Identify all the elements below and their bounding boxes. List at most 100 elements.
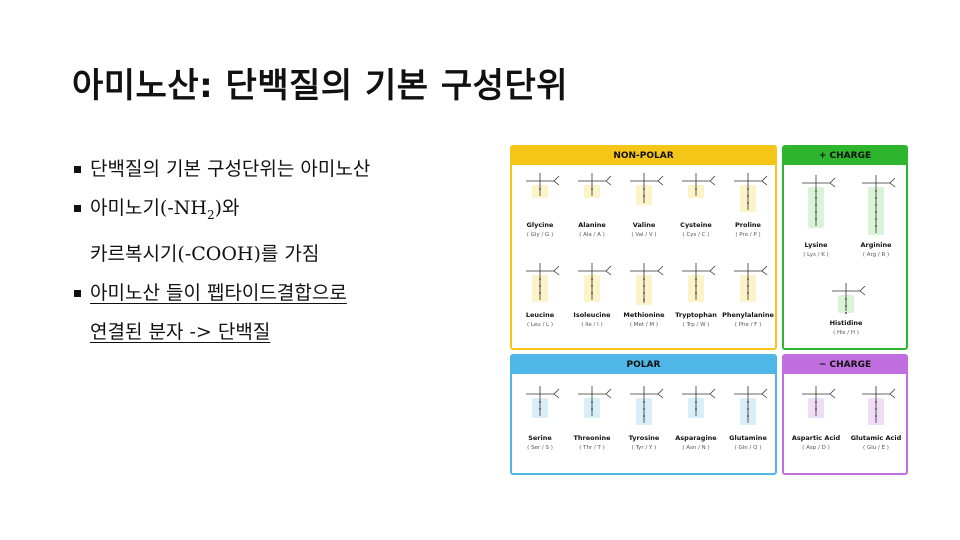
atom-node <box>539 285 541 287</box>
atom-node <box>875 225 877 227</box>
group-header: − CHARGE <box>784 356 906 374</box>
amino-acid-name: Histidine <box>829 319 863 327</box>
bullet-continuation: 연결된 분자 -> 단백질 <box>72 313 492 352</box>
atom-node <box>591 292 593 294</box>
atom-node <box>875 197 877 199</box>
amino-acid-cell: Glutamine ( Gln / Q ) <box>722 380 774 468</box>
amino-acid-code: ( Gly / G ) <box>526 232 554 238</box>
atom-node <box>815 204 817 206</box>
amino-acid-cell: Histidine ( His / H ) <box>816 277 876 365</box>
amino-acid-name: Lysine <box>804 241 828 249</box>
amino-acid-cell: Valine( Val / V ) <box>618 167 670 255</box>
amino-acid-name: Glutamine <box>729 434 767 442</box>
amino-acid-name: Aspartic Acid <box>791 434 841 442</box>
atom-node <box>539 408 541 410</box>
atom-node <box>875 401 877 403</box>
amino-acid-cell: Leucine( Leu / L ) <box>514 257 566 345</box>
atom-node <box>875 415 877 417</box>
structure-diagram <box>862 386 896 425</box>
amino-acid-cell: Cysteine ( Cys / C ) <box>670 167 722 255</box>
amino-acid-cell: Methionine( Met / M ) <box>618 257 670 345</box>
atom-node <box>747 188 749 190</box>
structure-diagram <box>630 386 664 425</box>
atom-node <box>643 195 645 197</box>
amino-acid-cell: Arginine( Arg / R ) <box>846 169 906 258</box>
atom-node <box>695 285 697 287</box>
amino-acid-code: ( Cys / C ) <box>682 232 710 238</box>
bullet-text-underlined: 아미노산 들이 펩타이드결합으로 <box>90 281 347 304</box>
structure-diagram <box>862 175 896 235</box>
atom-node <box>591 401 593 403</box>
atom-node <box>845 298 847 300</box>
atom-node <box>875 190 877 192</box>
atom-node <box>815 211 817 213</box>
amino-acid-cell: Lysine ( Lys / K ) <box>786 169 846 258</box>
page-title: 아미노산: 단백질의 기본 구성단위 <box>72 66 569 106</box>
amino-acid-code: ( Gln / Q ) <box>734 445 762 451</box>
amino-acid-cell: Aspartic Acid ( Asp / D ) <box>786 380 846 468</box>
atom-node <box>747 408 749 410</box>
amino-acid-name: Glutamic Acid <box>850 434 902 442</box>
bullet-item: 아미노산 들이 펩타이드결합으로 <box>72 274 492 313</box>
amino-acid-cell: Glycine( Gly / G ) <box>514 167 566 255</box>
atom-node <box>747 278 749 280</box>
amino-acid-code: ( His / H ) <box>833 330 859 336</box>
amino-acid-code: ( Pro / P ) <box>735 232 761 238</box>
structure-diagram <box>682 386 716 418</box>
amino-acid-code: ( Asp / D ) <box>802 445 830 451</box>
atom-node <box>747 285 749 287</box>
atom-node <box>747 195 749 197</box>
structure-diagram <box>578 263 612 302</box>
group-header: POLAR <box>512 356 775 374</box>
structure-diagram <box>802 175 836 228</box>
atom-node <box>747 415 749 417</box>
bullet-text-post: )와 <box>214 197 240 219</box>
structure-diagram <box>682 263 716 302</box>
bullet-text-pre: 아미노기(-NH <box>90 197 207 219</box>
structure-diagram <box>526 386 560 418</box>
amino-acid-code: ( Glu / E ) <box>863 445 889 451</box>
group-header: + CHARGE <box>784 147 906 165</box>
structure-diagram <box>832 283 866 314</box>
structure-diagram <box>526 263 560 302</box>
structure-diagram <box>630 263 664 305</box>
atom-node <box>747 292 749 294</box>
atom-node <box>591 188 593 190</box>
amino-acid-name: Cysteine <box>680 221 712 229</box>
atom-node <box>643 292 645 294</box>
amino-acid-name: Isoleucine <box>573 311 611 319</box>
structure-diagram <box>630 173 664 205</box>
amino-acid-cell: Proline( Pro / P ) <box>722 167 774 255</box>
atom-node <box>539 188 541 190</box>
bullet-list: 단백질의 기본 구성단위는 아미노산 아미노기(-NH2)와 카르복시기(-CO… <box>72 150 492 352</box>
bullet-continuation: 카르복시기(-COOH)를 가짐 <box>72 235 492 274</box>
atom-node <box>695 188 697 190</box>
amino-acid-name: Asparagine <box>675 434 717 442</box>
atom-node <box>845 312 847 314</box>
amino-acid-code: ( Asn / N ) <box>682 445 710 451</box>
atom-node <box>591 408 593 410</box>
amino-acid-name: Threonine <box>573 434 611 442</box>
atom-node <box>845 305 847 307</box>
atom-node <box>643 299 645 301</box>
structure-diagram <box>734 263 768 302</box>
atom-node <box>591 278 593 280</box>
amino-acid-code: ( Lys / K ) <box>803 252 829 258</box>
structure-diagram <box>802 386 836 418</box>
amino-acid-name: Arginine <box>860 241 892 249</box>
amino-acid-name: Methionine <box>623 311 665 319</box>
atom-node <box>643 401 645 403</box>
structure-diagram <box>734 173 768 212</box>
amino-acid-cell: Asparagine ( Asn / N ) <box>670 380 722 468</box>
amino-acid-code: ( Leu / L ) <box>526 322 554 328</box>
atom-node <box>747 401 749 403</box>
structure-diagram <box>526 173 560 198</box>
atom-node <box>875 204 877 206</box>
group-panel-1: + CHARGE Lysine ( Lys / K ) Arginine( Arg /… <box>782 145 908 350</box>
atom-node <box>815 401 817 403</box>
atom-node <box>539 292 541 294</box>
amino-acid-code: ( Trp / W ) <box>682 322 710 328</box>
amino-acid-name: Phenylalanine <box>722 311 774 319</box>
